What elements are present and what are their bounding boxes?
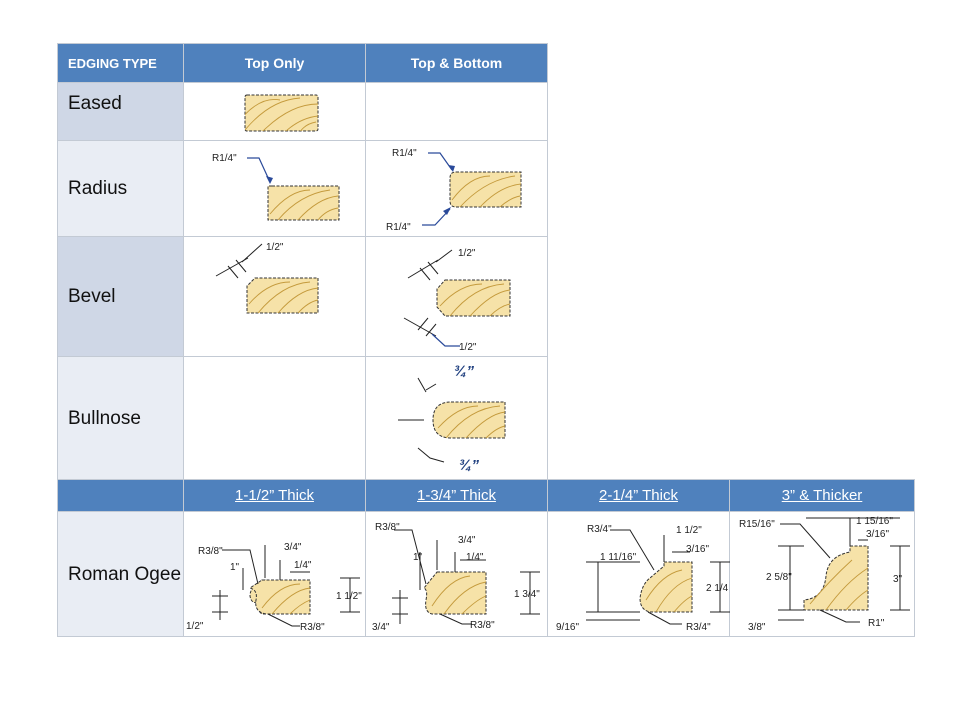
ogee4-r1-label: R1" [868, 618, 885, 629]
ogee3-11116-label: 1 11/16" [600, 552, 637, 563]
ogee4-r1516-label: R15/16" [739, 519, 775, 530]
ogee-1-1-2-drawing: R3/8" 3/4" 1" 1/4" 1 1/2" 1/2" R3/8" [186, 542, 362, 633]
row-label-radius: Radius [57, 140, 184, 237]
ogee1-r38-label: R3/8" [198, 546, 223, 557]
row-label-roman-ogee: Roman Ogee [57, 511, 184, 637]
ogee3-316-label: 3/16" [686, 544, 709, 555]
thickness-1-3-4[interactable]: 1-3/4” Thick [365, 479, 548, 512]
header-edging-type: EDGING TYPE [57, 43, 184, 83]
bullnose-bottom-label: ¾” [459, 457, 480, 474]
radius-top-only-label: R1/4" [212, 153, 237, 164]
thickness-2-1-4[interactable]: 2-1/4” Thick [547, 479, 730, 512]
ogee3-916-label: 9/16" [556, 622, 579, 633]
row-label-bullnose: Bullnose [57, 356, 184, 480]
ogee4-thickness-label: 3" [893, 574, 903, 585]
ogee4-316-label: 3/16" [866, 529, 889, 540]
ogee-3-thicker-cell [729, 511, 915, 637]
radius-top-only-drawing: R1/4" [212, 153, 340, 221]
ogee4-38-label: 3/8" [748, 622, 766, 633]
ogee1-12-label: 1/2" [186, 621, 204, 632]
thickness-1-1-2[interactable]: 1-1/2” Thick [183, 479, 366, 512]
ogee-2-1-4-drawing: R3/4" 1 1/2" 3/16" 1 11/16" 2 1/4 9/16" … [556, 524, 730, 633]
bevel-tb-bottom-label: 1/2" [459, 342, 477, 353]
ogee2-r38-label: R3/8" [375, 522, 400, 533]
bevel-top-bottom-drawing: 1/2" 1/2" [403, 248, 511, 353]
ogee2-1-label: 1" [413, 552, 423, 563]
ogee2-14-label: 1/4" [466, 552, 484, 563]
ogee1-1-label: 1" [230, 562, 240, 573]
row-label-bevel: Bevel [57, 236, 184, 357]
ogee1-thickness-label: 1 1/2" [336, 591, 362, 602]
ogee1-34-label: 3/4" [284, 542, 302, 553]
bevel-tb-top-label: 1/2" [458, 248, 476, 259]
radius-tb-top-label: R1/4" [392, 148, 417, 159]
ogee2-thickness-label: 1 3/4" [514, 589, 540, 600]
bullnose-top-label: ¾” [454, 363, 475, 380]
ogee2-34b-label: 3/4" [372, 622, 390, 633]
radius-tb-bottom-label: R1/4" [386, 222, 411, 233]
ogee-1-1-2-cell [183, 511, 366, 637]
ogee4-11516-label: 1 15/16" [856, 516, 893, 527]
ogee2-r38b-label: R3/8" [470, 620, 495, 631]
ogee-1-3-4-drawing: R3/8" 3/4" 1" 1/4" 1 3/4" 3/4" R3/8" [372, 522, 540, 633]
ogee1-r38b-label: R3/8" [300, 622, 325, 633]
ogee4-258-label: 2 5/8" [766, 572, 792, 583]
ogee3-r34-label: R3/4" [587, 524, 612, 535]
bullnose-drawing: ¾” ¾” [398, 363, 506, 474]
ogee3-r34b-label: R3/4" [686, 622, 711, 633]
eased-profile-drawing [244, 94, 319, 132]
ogee2-34-label: 3/4" [458, 535, 476, 546]
ogee3-112-label: 1 1/2" [676, 525, 702, 536]
ogee3-thickness-label: 2 1/4 [706, 583, 729, 594]
eased-top-bottom-cell [365, 82, 548, 141]
ogee-3-thicker-drawing: R15/16" 1 15/16" 3/16" 2 5/8" 3" 3/8" R1… [739, 516, 910, 633]
thickness-header-blank [57, 479, 184, 512]
bevel-top-only-label: 1/2" [266, 242, 284, 253]
ogee1-14-label: 1/4" [294, 560, 312, 571]
bevel-top-only-drawing: 1/2" [215, 242, 319, 314]
header-top-and-bottom: Top & Bottom [365, 43, 548, 83]
bullnose-top-only-cell [183, 356, 366, 480]
radius-top-bottom-drawing: R1/4" R1/4" [386, 148, 522, 233]
